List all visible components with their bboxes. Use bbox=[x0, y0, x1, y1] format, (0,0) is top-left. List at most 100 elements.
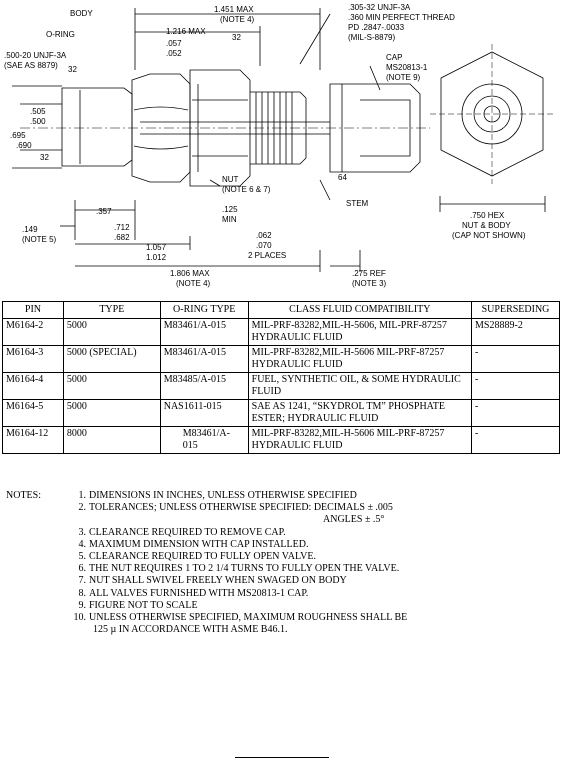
nut-label: NUT bbox=[222, 175, 239, 184]
dim-149: .149 bbox=[22, 225, 38, 234]
cell-superseding: MS28889-2 bbox=[471, 318, 560, 346]
min-label: MIN bbox=[222, 215, 237, 224]
cell-fluid: FUEL, SYNTHETIC OIL, & SOME HYDRAULIC FL… bbox=[247, 372, 473, 400]
cell-superseding: - bbox=[471, 345, 560, 373]
note-text: FIGURE NOT TO SCALE bbox=[89, 599, 198, 611]
dim-32-top: 32 bbox=[68, 65, 77, 74]
note-number: 1. bbox=[78, 490, 87, 501]
valve-drawing: BODY O-RING .500-20 UNJF-3A (SAE AS 8879… bbox=[4, 3, 556, 288]
cell-type: 8000 bbox=[62, 426, 161, 454]
dim-1451: 1.451 MAX bbox=[214, 5, 254, 14]
note-item: 2.TOLERANCES; UNLESS OTHERWISE SPECIFIED… bbox=[68, 502, 558, 514]
note67: (NOTE 6 & 7) bbox=[222, 185, 271, 194]
cell-oring-type: M83461/A-015 bbox=[159, 345, 249, 373]
table-row: M6164-5 5000 NAS1611-015 SAE AS 1241, “S… bbox=[2, 399, 560, 427]
hex-3: (CAP NOT SHOWN) bbox=[452, 231, 526, 240]
stem-label: STEM bbox=[346, 199, 369, 208]
column-header: TYPE bbox=[62, 301, 161, 319]
hex-2: NUT & BODY bbox=[462, 221, 511, 230]
dim-695: .695 bbox=[10, 131, 26, 140]
note-text: DIMENSIONS IN INCHES, UNLESS OTHERWISE S… bbox=[89, 490, 357, 501]
note-number: 4. bbox=[78, 538, 87, 550]
cell-pin: M6164-12 bbox=[2, 426, 64, 454]
dim-500: .500 bbox=[30, 117, 46, 126]
dim-1012: 1.012 bbox=[146, 253, 167, 262]
dim-1216: 1.216 MAX bbox=[166, 27, 206, 36]
note4-bottom: (NOTE 4) bbox=[176, 279, 211, 288]
dim-357: .357 bbox=[96, 207, 112, 216]
note-number: 10. bbox=[73, 612, 87, 624]
table-row: M6164-3 5000 (SPECIAL) M83461/A-015 MIL-… bbox=[2, 345, 560, 373]
note-number: 5. bbox=[78, 551, 87, 563]
cell-type: 5000 bbox=[62, 399, 161, 427]
cell-fluid: SAE AS 1241, “SKYDROL TM” PHOSPHATE ESTE… bbox=[247, 399, 473, 427]
note-number: 9. bbox=[78, 599, 87, 611]
note-item-continuation: ANGLES ± .5° bbox=[68, 514, 558, 526]
cell-fluid: MIL-PRF-83282,MIL-H-5606 MIL-PRF-87257 H… bbox=[247, 345, 473, 373]
part-spec-table: PIN TYPE O-RING TYPE CLASS FLUID COMPATI… bbox=[2, 301, 560, 454]
cell-oring-type: NAS1611-015 bbox=[159, 399, 249, 427]
cell-fluid: MIL-PRF-83282,MIL-H-5606 MIL-PRF-87257 H… bbox=[247, 426, 473, 454]
dim-690: .690 bbox=[16, 141, 32, 150]
cell-type: 5000 bbox=[62, 318, 161, 346]
thread-right-3: PD .2847-.0033 bbox=[348, 23, 405, 32]
body-label: BODY bbox=[70, 9, 93, 18]
oring-label: O-RING bbox=[46, 30, 75, 39]
note-item: 6.THE NUT REQUIRES 1 TO 2 1/4 TURNS TO F… bbox=[68, 563, 558, 575]
cell-oring-type: M83461/A-015 bbox=[159, 318, 249, 346]
note-number: 8. bbox=[78, 587, 87, 599]
dim-275: .275 REF bbox=[352, 269, 386, 278]
note-item: 5.CLEARANCE REQUIRED TO FULLY OPEN VALVE… bbox=[68, 551, 558, 563]
note-number: 7. bbox=[78, 575, 87, 587]
thread-left: .500-20 UNJF-3A bbox=[4, 51, 67, 60]
dim-1806: 1.806 MAX bbox=[170, 269, 210, 278]
note-extra: ANGLES ± .5° bbox=[323, 514, 385, 526]
note9: (NOTE 9) bbox=[386, 73, 421, 82]
thread-left-spec: (SAE AS 8879) bbox=[4, 61, 58, 70]
note-item: 4.MAXIMUM DIMENSION WITH CAP INSTALLED. bbox=[68, 539, 558, 551]
cap-spec: MS20813-1 bbox=[386, 63, 428, 72]
dim-062: .062 bbox=[256, 231, 272, 240]
note-number: 2. bbox=[78, 502, 87, 514]
cell-type: 5000 bbox=[62, 372, 161, 400]
cell-pin: M6164-4 bbox=[2, 372, 64, 400]
footer-rule bbox=[235, 757, 329, 758]
thread-right-2: .360 MIN PERFECT THREAD bbox=[348, 13, 455, 22]
table-header-row: PIN TYPE O-RING TYPE CLASS FLUID COMPATI… bbox=[2, 301, 560, 319]
table-row: M6164-2 5000 M83461/A-015 MIL-PRF-83282,… bbox=[2, 318, 560, 346]
note-text: THE NUT REQUIRES 1 TO 2 1/4 TURNS TO FUL… bbox=[89, 563, 400, 575]
dim-682: .682 bbox=[114, 233, 130, 242]
note5: (NOTE 5) bbox=[22, 235, 57, 244]
note-text: ALL VALVES FURNISHED WITH MS20813-1 CAP. bbox=[89, 587, 309, 599]
note-text: UNLESS OTHERWISE SPECIFIED, MAXIMUM ROUG… bbox=[89, 612, 408, 624]
note-text: CLEARANCE REQUIRED TO REMOVE CAP. bbox=[89, 526, 286, 538]
thread-right-1: .305-32 UNJF-3A bbox=[348, 3, 411, 12]
cap-label: CAP bbox=[386, 53, 402, 62]
dim-32-right: 32 bbox=[232, 33, 241, 42]
dim-070: .070 bbox=[256, 241, 272, 250]
note-item: 7.NUT SHALL SWIVEL FREELY WHEN SWAGED ON… bbox=[68, 575, 558, 587]
dim-125: .125 bbox=[222, 205, 238, 214]
cell-pin: M6164-2 bbox=[2, 318, 64, 346]
two-places: 2 PLACES bbox=[248, 251, 286, 260]
cell-oring-type: M83461/A-015 bbox=[159, 426, 249, 454]
note-text: NUT SHALL SWIVEL FREELY WHEN SWAGED ON B… bbox=[89, 575, 347, 587]
dim-712: .712 bbox=[114, 223, 130, 232]
cell-pin: M6164-3 bbox=[2, 345, 64, 373]
note-text: MAXIMUM DIMENSION WITH CAP INSTALLED. bbox=[89, 538, 309, 550]
column-header: PIN bbox=[2, 301, 64, 319]
cell-pin: M6164-5 bbox=[2, 399, 64, 427]
column-header: CLASS FLUID COMPATIBILITY bbox=[247, 301, 473, 319]
note-item: 9.FIGURE NOT TO SCALE bbox=[68, 600, 558, 612]
table-row: M6164-12 8000 M83461/A-015 MIL-PRF-83282… bbox=[2, 426, 560, 454]
dim-64: 64 bbox=[338, 173, 347, 182]
dim-32-bottom: 32 bbox=[40, 153, 49, 162]
note-text: TOLERANCES; UNLESS OTHERWISE SPECIFIED: … bbox=[89, 502, 393, 514]
note-item: 8.ALL VALVES FURNISHED WITH MS20813-1 CA… bbox=[68, 588, 558, 600]
cell-superseding: - bbox=[471, 399, 560, 427]
note-item: 1.DIMENSIONS IN INCHES, UNLESS OTHERWISE… bbox=[68, 490, 558, 502]
cell-oring-type: M83485/A-015 bbox=[159, 372, 249, 400]
thread-right-4: (MIL-S-8879) bbox=[348, 33, 395, 42]
cell-superseding: - bbox=[471, 426, 560, 454]
column-header: O-RING TYPE bbox=[159, 301, 249, 319]
